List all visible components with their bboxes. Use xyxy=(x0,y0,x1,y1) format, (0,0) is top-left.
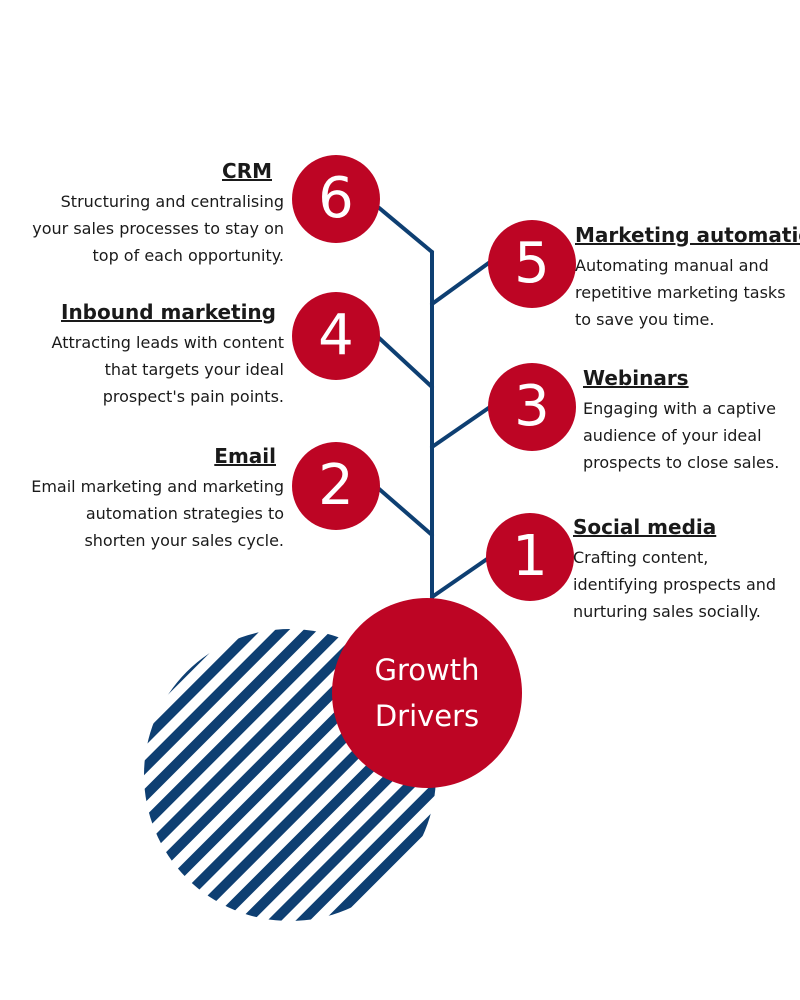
branch-lines xyxy=(376,205,492,602)
number-circle-6: 6 xyxy=(292,155,380,243)
driver-webinars: Webinars Engaging with a captive audienc… xyxy=(583,365,779,476)
branch-line-3 xyxy=(430,405,492,449)
driver-marketing-automation: Marketing automation Automating manual a… xyxy=(575,222,800,333)
driver-description: Structuring and centralising your sales … xyxy=(32,192,284,265)
driver-email: Email Email marketing and marketing auto… xyxy=(31,443,284,554)
driver-title: Email xyxy=(214,444,276,468)
driver-title: Social media xyxy=(573,515,717,539)
branch-line-5 xyxy=(430,260,492,306)
hub-label-line-1: Growth xyxy=(374,653,480,687)
driver-description: Crafting content, identifying prospects … xyxy=(573,548,777,621)
driver-title: Marketing automation xyxy=(575,223,800,247)
branch-line-1 xyxy=(430,555,492,599)
driver-description: Automating manual and repetitive marketi… xyxy=(575,256,786,329)
driver-description: Engaging with a captive audience of your… xyxy=(583,399,780,472)
driver-title: Inbound marketing xyxy=(61,300,276,324)
driver-description: Attracting leads with content that targe… xyxy=(51,333,284,406)
number-circle-2: 2 xyxy=(292,442,380,530)
branch-line-6 xyxy=(376,205,434,254)
driver-crm: CRM Structuring and centralising your sa… xyxy=(32,158,284,269)
number-circle-5: 5 xyxy=(488,220,576,308)
growth-drivers-hub: Growth Drivers xyxy=(332,598,522,788)
hub-label-line-2: Drivers xyxy=(374,699,480,733)
branch-line-4 xyxy=(376,335,434,389)
number-circle-1: 1 xyxy=(486,513,574,601)
driver-inbound-marketing: Inbound marketing Attracting leads with … xyxy=(52,299,284,410)
driver-title: Webinars xyxy=(583,366,689,390)
branch-line-2 xyxy=(376,486,434,537)
driver-description: Email marketing and marketing automation… xyxy=(31,477,284,550)
number-circle-3: 3 xyxy=(488,363,576,451)
driver-social-media: Social media Crafting content, identifyi… xyxy=(573,514,776,625)
number-circle-4: 4 xyxy=(292,292,380,380)
driver-title: CRM xyxy=(222,159,272,183)
